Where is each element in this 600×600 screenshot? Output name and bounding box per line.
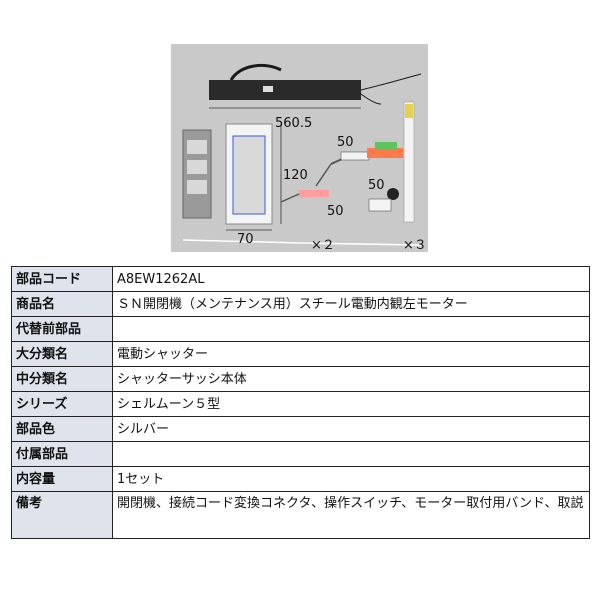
motor-unit [209, 80, 361, 100]
table-row: 部品コード A8EW1262AL [11, 266, 590, 292]
qty1-label: ×２ [311, 238, 335, 253]
row-value: 電動シャッター [112, 341, 590, 367]
cable1-label: 50 [337, 135, 354, 150]
operation-switch [387, 188, 399, 200]
length-label: 560.5 [275, 116, 313, 131]
row-key: 備考 [11, 491, 113, 539]
row-value: A8EW1262AL [112, 266, 590, 292]
product-photo: 560.5 120 70 50 50 50 ×２ ×３ [171, 44, 428, 253]
cable3-label: 50 [327, 204, 344, 219]
mounting-band [368, 198, 392, 212]
row-key: 部品コード [11, 266, 113, 292]
table-row: 中分類名 シャッターサッシ本体 [11, 366, 590, 392]
row-value [112, 441, 590, 467]
cable2-label: 50 [368, 178, 385, 193]
row-key: 商品名 [11, 291, 113, 317]
height-label: 120 [283, 168, 308, 183]
row-key: 部品色 [11, 416, 113, 442]
row-key: 大分類名 [11, 341, 113, 367]
row-value: ＳＮ開閉機（メンテナンス用）スチール電動内観左モーター [112, 291, 590, 317]
row-key: シリーズ [11, 391, 113, 417]
row-value: シェルムーン５型 [112, 391, 590, 417]
table-row: 備考 開閉機、接続コード変換コネクタ、操作スイッチ、モーター取付用バンド、取説 [11, 491, 590, 539]
width-label: 70 [237, 232, 254, 247]
row-value: シャッターサッシ本体 [112, 366, 590, 392]
table-row: 部品色 シルバー [11, 416, 590, 442]
table-row: 商品名 ＳＮ開閉機（メンテナンス用）スチール電動内観左モーター [11, 291, 590, 317]
table-row: 付属部品 [11, 441, 590, 467]
row-value [112, 316, 590, 342]
product-illustration [182, 63, 422, 246]
row-value: シルバー [112, 416, 590, 442]
table-row: 代替前部品 [11, 316, 590, 342]
motor-cable [229, 63, 282, 81]
connector-cable-2 [315, 163, 332, 187]
qty2-label: ×３ [403, 238, 427, 253]
row-key: 中分類名 [11, 366, 113, 392]
row-value: 1セット [112, 466, 590, 492]
table-row: 内容量 1セット [11, 466, 590, 492]
row-key: 付属部品 [11, 441, 113, 467]
row-key: 代替前部品 [11, 316, 113, 342]
row-key: 内容量 [11, 466, 113, 492]
manual-strip [403, 101, 415, 223]
row-value: 開閉機、接続コード変換コネクタ、操作スイッチ、モーター取付用バンド、取説 [112, 491, 590, 539]
spec-table: 部品コード A8EW1262AL 商品名 ＳＮ開閉機（メンテナンス用）スチール電… [11, 266, 590, 539]
table-row: シリーズ シェルムーン５型 [11, 391, 590, 417]
table-row: 大分類名 電動シャッター [11, 341, 590, 367]
